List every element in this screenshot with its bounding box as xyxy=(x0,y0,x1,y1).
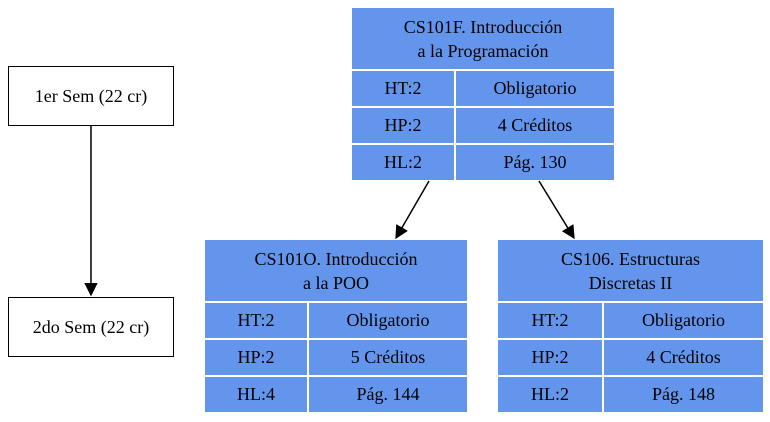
course-type: Obligatorio xyxy=(604,303,763,338)
course-hl: HL:4 xyxy=(205,377,307,412)
course-ht: HT:2 xyxy=(352,71,454,106)
course-page: Pág. 130 xyxy=(456,145,614,180)
course-credits: 5 Créditos xyxy=(309,340,467,375)
course-ht: HT:2 xyxy=(498,303,602,338)
course-title: CS101F. Introducción a la Programación xyxy=(352,8,614,69)
course-node-cs101f: CS101F. Introducción a la Programación H… xyxy=(352,8,614,180)
course-title: CS106. Estructuras Discretas II xyxy=(498,240,763,301)
course-title-line: CS101F. Introducción xyxy=(403,16,563,37)
course-hl: HL:2 xyxy=(498,377,602,412)
semester-node-1: 1er Sem (22 cr) xyxy=(8,66,174,126)
semester-node-2: 2do Sem (22 cr) xyxy=(8,297,174,357)
course-title-line: Discretas II xyxy=(588,272,673,293)
semester-label: 1er Sem (22 cr) xyxy=(34,85,148,106)
course-title-line: a la POO xyxy=(303,272,369,293)
course-title-line: a la Programación xyxy=(417,40,549,61)
course-credits: 4 Créditos xyxy=(604,340,763,375)
edge-cs101f-to-cs101o xyxy=(395,180,430,240)
course-title-line: CS106. Estructuras xyxy=(561,248,700,269)
course-hp: HP:2 xyxy=(498,340,602,375)
course-credits: 4 Créditos xyxy=(456,108,614,143)
course-type: Obligatorio xyxy=(309,303,467,338)
course-title: CS101O. Introducción a la POO xyxy=(205,240,467,301)
course-title-line: CS101O. Introducción xyxy=(254,248,418,269)
course-hp: HP:2 xyxy=(352,108,454,143)
edge-cs101f-to-cs106 xyxy=(538,180,575,240)
course-node-cs101o: CS101O. Introducción a la POO HT:2 Oblig… xyxy=(205,240,467,412)
semester-label: 2do Sem (22 cr) xyxy=(32,316,150,337)
course-node-cs106: CS106. Estructuras Discretas II HT:2 Obl… xyxy=(498,240,763,412)
course-page: Pág. 148 xyxy=(604,377,763,412)
course-hl: HL:2 xyxy=(352,145,454,180)
course-page: Pág. 144 xyxy=(309,377,467,412)
course-type: Obligatorio xyxy=(456,71,614,106)
course-hp: HP:2 xyxy=(205,340,307,375)
course-ht: HT:2 xyxy=(205,303,307,338)
